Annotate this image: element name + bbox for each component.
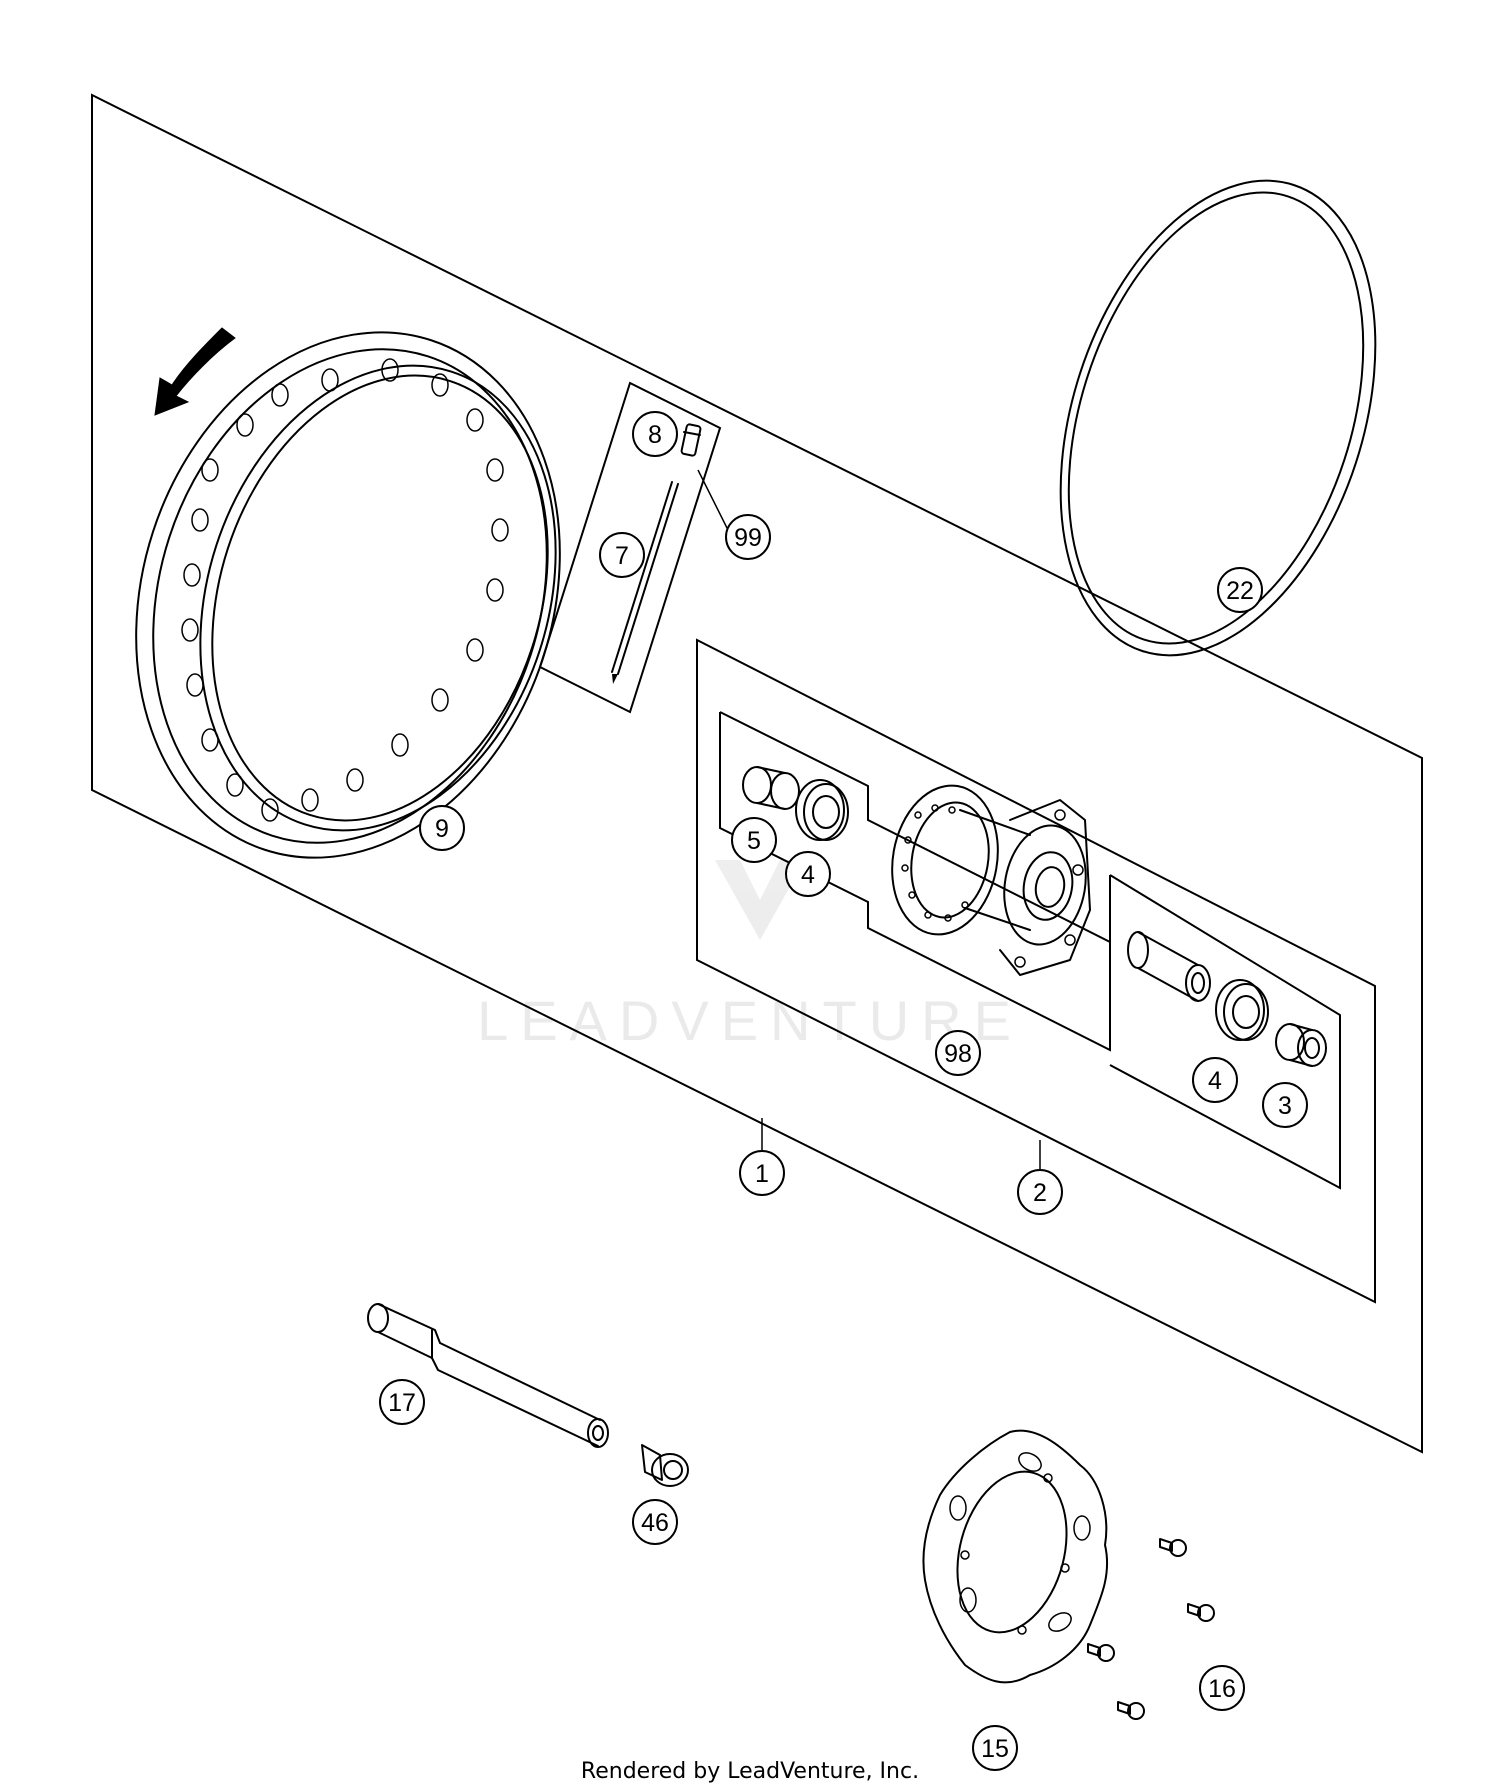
callout-7: 7 <box>599 532 645 578</box>
callout-3: 3 <box>1262 1082 1308 1128</box>
distance-bushing-left <box>742 766 800 810</box>
bearing-left <box>795 779 849 841</box>
callout-4b: 4 <box>1192 1057 1238 1103</box>
callout-17: 17 <box>379 1379 425 1425</box>
callout-3-label: 3 <box>1278 1092 1292 1120</box>
callout-16-label: 16 <box>1208 1675 1236 1703</box>
callout-1-label: 1 <box>755 1160 769 1188</box>
callout-2: 2 <box>1017 1169 1063 1215</box>
rim-tape <box>1059 179 1377 657</box>
callout-2-label: 2 <box>1033 1179 1047 1207</box>
callout-46: 46 <box>632 1499 678 1545</box>
callout-15: 15 <box>972 1725 1018 1771</box>
spoke-kit-box <box>538 381 722 714</box>
rim <box>135 331 561 859</box>
watermark-text: LEADVENTURE <box>477 989 1023 1052</box>
bearing-right <box>1215 979 1269 1041</box>
distance-sleeve <box>1127 931 1211 1002</box>
wheel-axle <box>367 1303 609 1448</box>
callout-9: 9 <box>419 805 465 851</box>
distance-bushing-right <box>1275 1023 1327 1067</box>
callout-5-label: 5 <box>747 827 761 855</box>
collar-nut <box>641 1444 689 1487</box>
spoke <box>611 481 679 684</box>
callout-4b-label: 4 <box>1208 1067 1222 1095</box>
callout-9-label: 9 <box>435 815 449 843</box>
callout-7-label: 7 <box>615 542 629 570</box>
callout-4a-label: 4 <box>801 861 815 889</box>
wheel-hub <box>891 784 1091 976</box>
right-bearing-frame <box>1109 874 1341 1190</box>
callout-1: 1 <box>739 1150 785 1196</box>
callout-17-label: 17 <box>388 1389 416 1417</box>
callout-5: 5 <box>731 817 777 863</box>
wheel-assembly-panel <box>91 93 1423 1454</box>
rotation-direction-icon <box>154 327 236 416</box>
callout-15-label: 15 <box>981 1735 1009 1763</box>
callout-22: 22 <box>1217 567 1263 613</box>
callout-98: 98 <box>935 1030 981 1076</box>
hub-assembly-box <box>696 638 1376 1304</box>
callout-8-label: 8 <box>648 421 662 449</box>
callout-22-label: 22 <box>1226 577 1254 605</box>
callout-99-label: 99 <box>734 524 762 552</box>
spoke-nipple <box>680 423 702 457</box>
callout-99: 99 <box>725 514 771 560</box>
watermark: LEADVENTURE <box>477 860 1023 1052</box>
disc-bolts <box>1087 1538 1215 1720</box>
callout-4a: 4 <box>785 851 831 897</box>
callout-16: 16 <box>1199 1665 1245 1711</box>
callout-8: 8 <box>632 411 678 457</box>
callout-98-label: 98 <box>944 1040 972 1068</box>
leader-lines <box>697 469 1041 1172</box>
footer-credit: Rendered by LeadVenture, Inc. <box>581 1759 919 1784</box>
callout-46-label: 46 <box>641 1509 669 1537</box>
brake-disc <box>922 1429 1109 1684</box>
